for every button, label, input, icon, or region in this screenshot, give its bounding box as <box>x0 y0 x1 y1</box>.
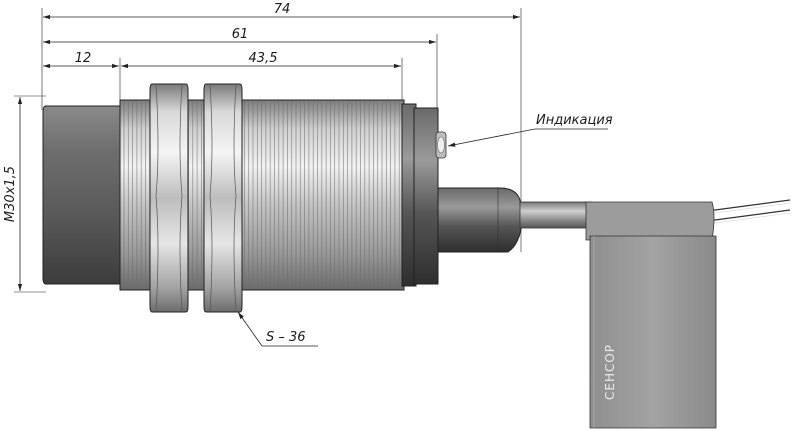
dim-overall-length: 74 <box>274 2 291 17</box>
led-indicator-icon <box>435 131 447 159</box>
marking-tag: СЕНСОР <box>589 235 717 429</box>
indicator-leader <box>447 128 608 147</box>
tag-brand-label: СЕНСОР <box>603 344 617 400</box>
cable <box>519 199 791 241</box>
sensor-body <box>42 99 523 291</box>
dimension-lines <box>17 14 520 291</box>
dim-thread-length: 43,5 <box>249 51 278 66</box>
indicator-label: Индикация <box>536 113 613 128</box>
cable-gland <box>437 187 523 253</box>
dim-thread-size: M30x1,5 <box>3 166 18 222</box>
dim-front-length: 12 <box>75 51 92 66</box>
sensing-face <box>42 105 123 285</box>
wrench-size-leader <box>237 311 318 347</box>
dim-body-length: 61 <box>232 27 249 42</box>
hex-nut-left <box>149 83 189 313</box>
wrench-size-label: S – 36 <box>266 330 306 345</box>
hex-nut-right <box>203 83 243 313</box>
back-cap <box>413 107 439 285</box>
